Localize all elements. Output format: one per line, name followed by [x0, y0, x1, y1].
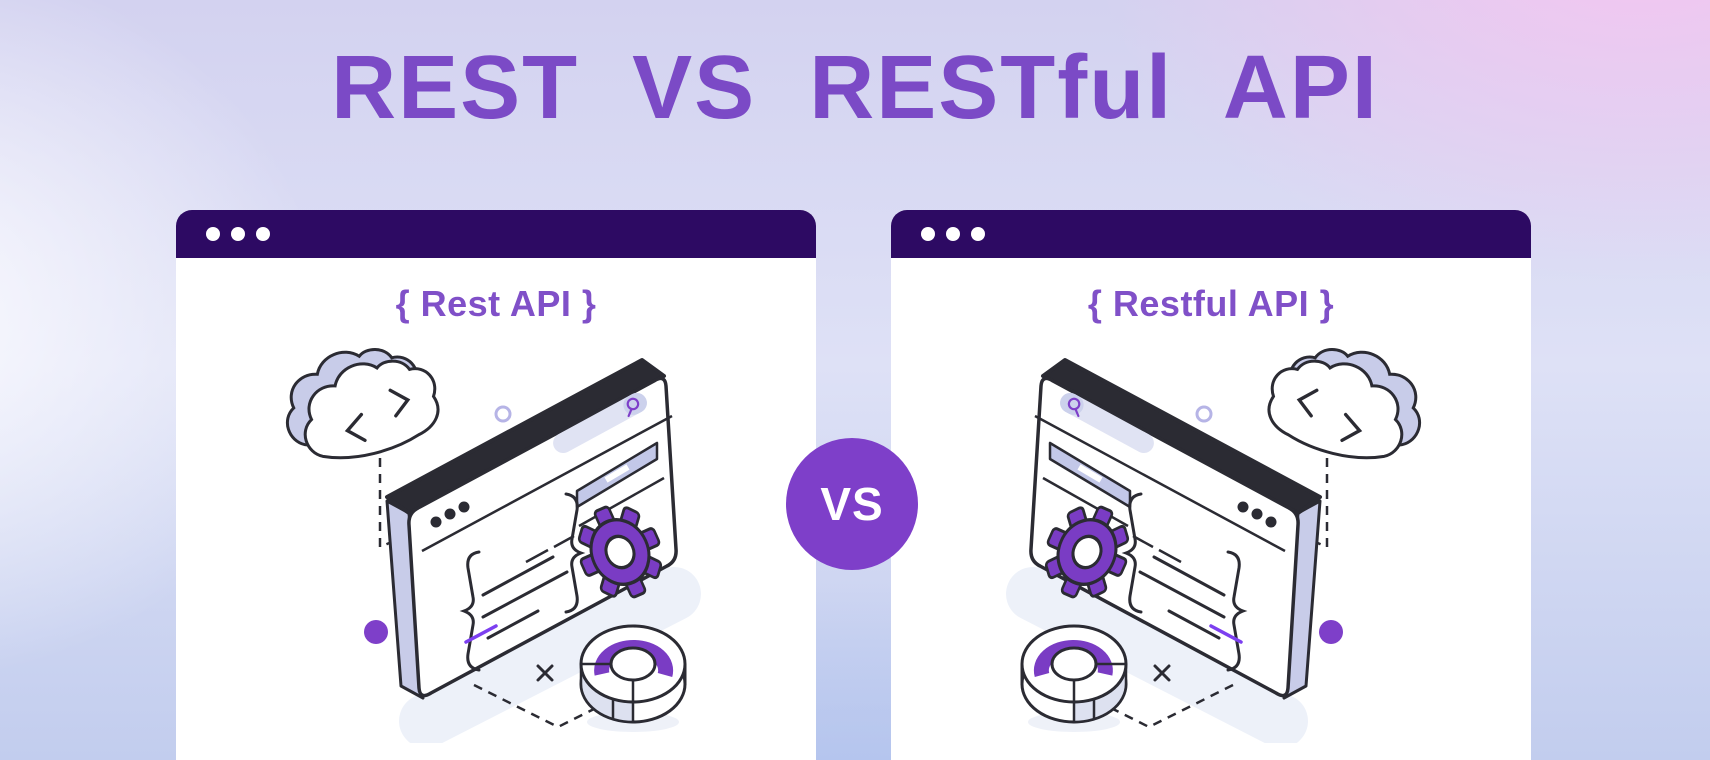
page-title: REST VS RESTful API	[331, 38, 1379, 138]
restful-api-illustration	[990, 328, 1432, 743]
card-heading-rest: { Rest API }	[395, 283, 597, 324]
window-dot-icon	[971, 227, 985, 241]
window-titlebar	[176, 210, 816, 258]
restful-api-window: { Restful API }	[891, 210, 1531, 760]
window-dot-icon	[231, 227, 245, 241]
rest-api-window: { Rest API }	[176, 210, 816, 760]
vs-badge: VS	[786, 438, 918, 570]
window-dot-icon	[206, 227, 220, 241]
window-dot-icon	[256, 227, 270, 241]
window-titlebar	[891, 210, 1531, 258]
window-dot-icon	[921, 227, 935, 241]
rest-api-illustration	[275, 328, 717, 743]
card-heading-restful: { Restful API }	[1087, 283, 1335, 324]
window-dot-icon	[946, 227, 960, 241]
